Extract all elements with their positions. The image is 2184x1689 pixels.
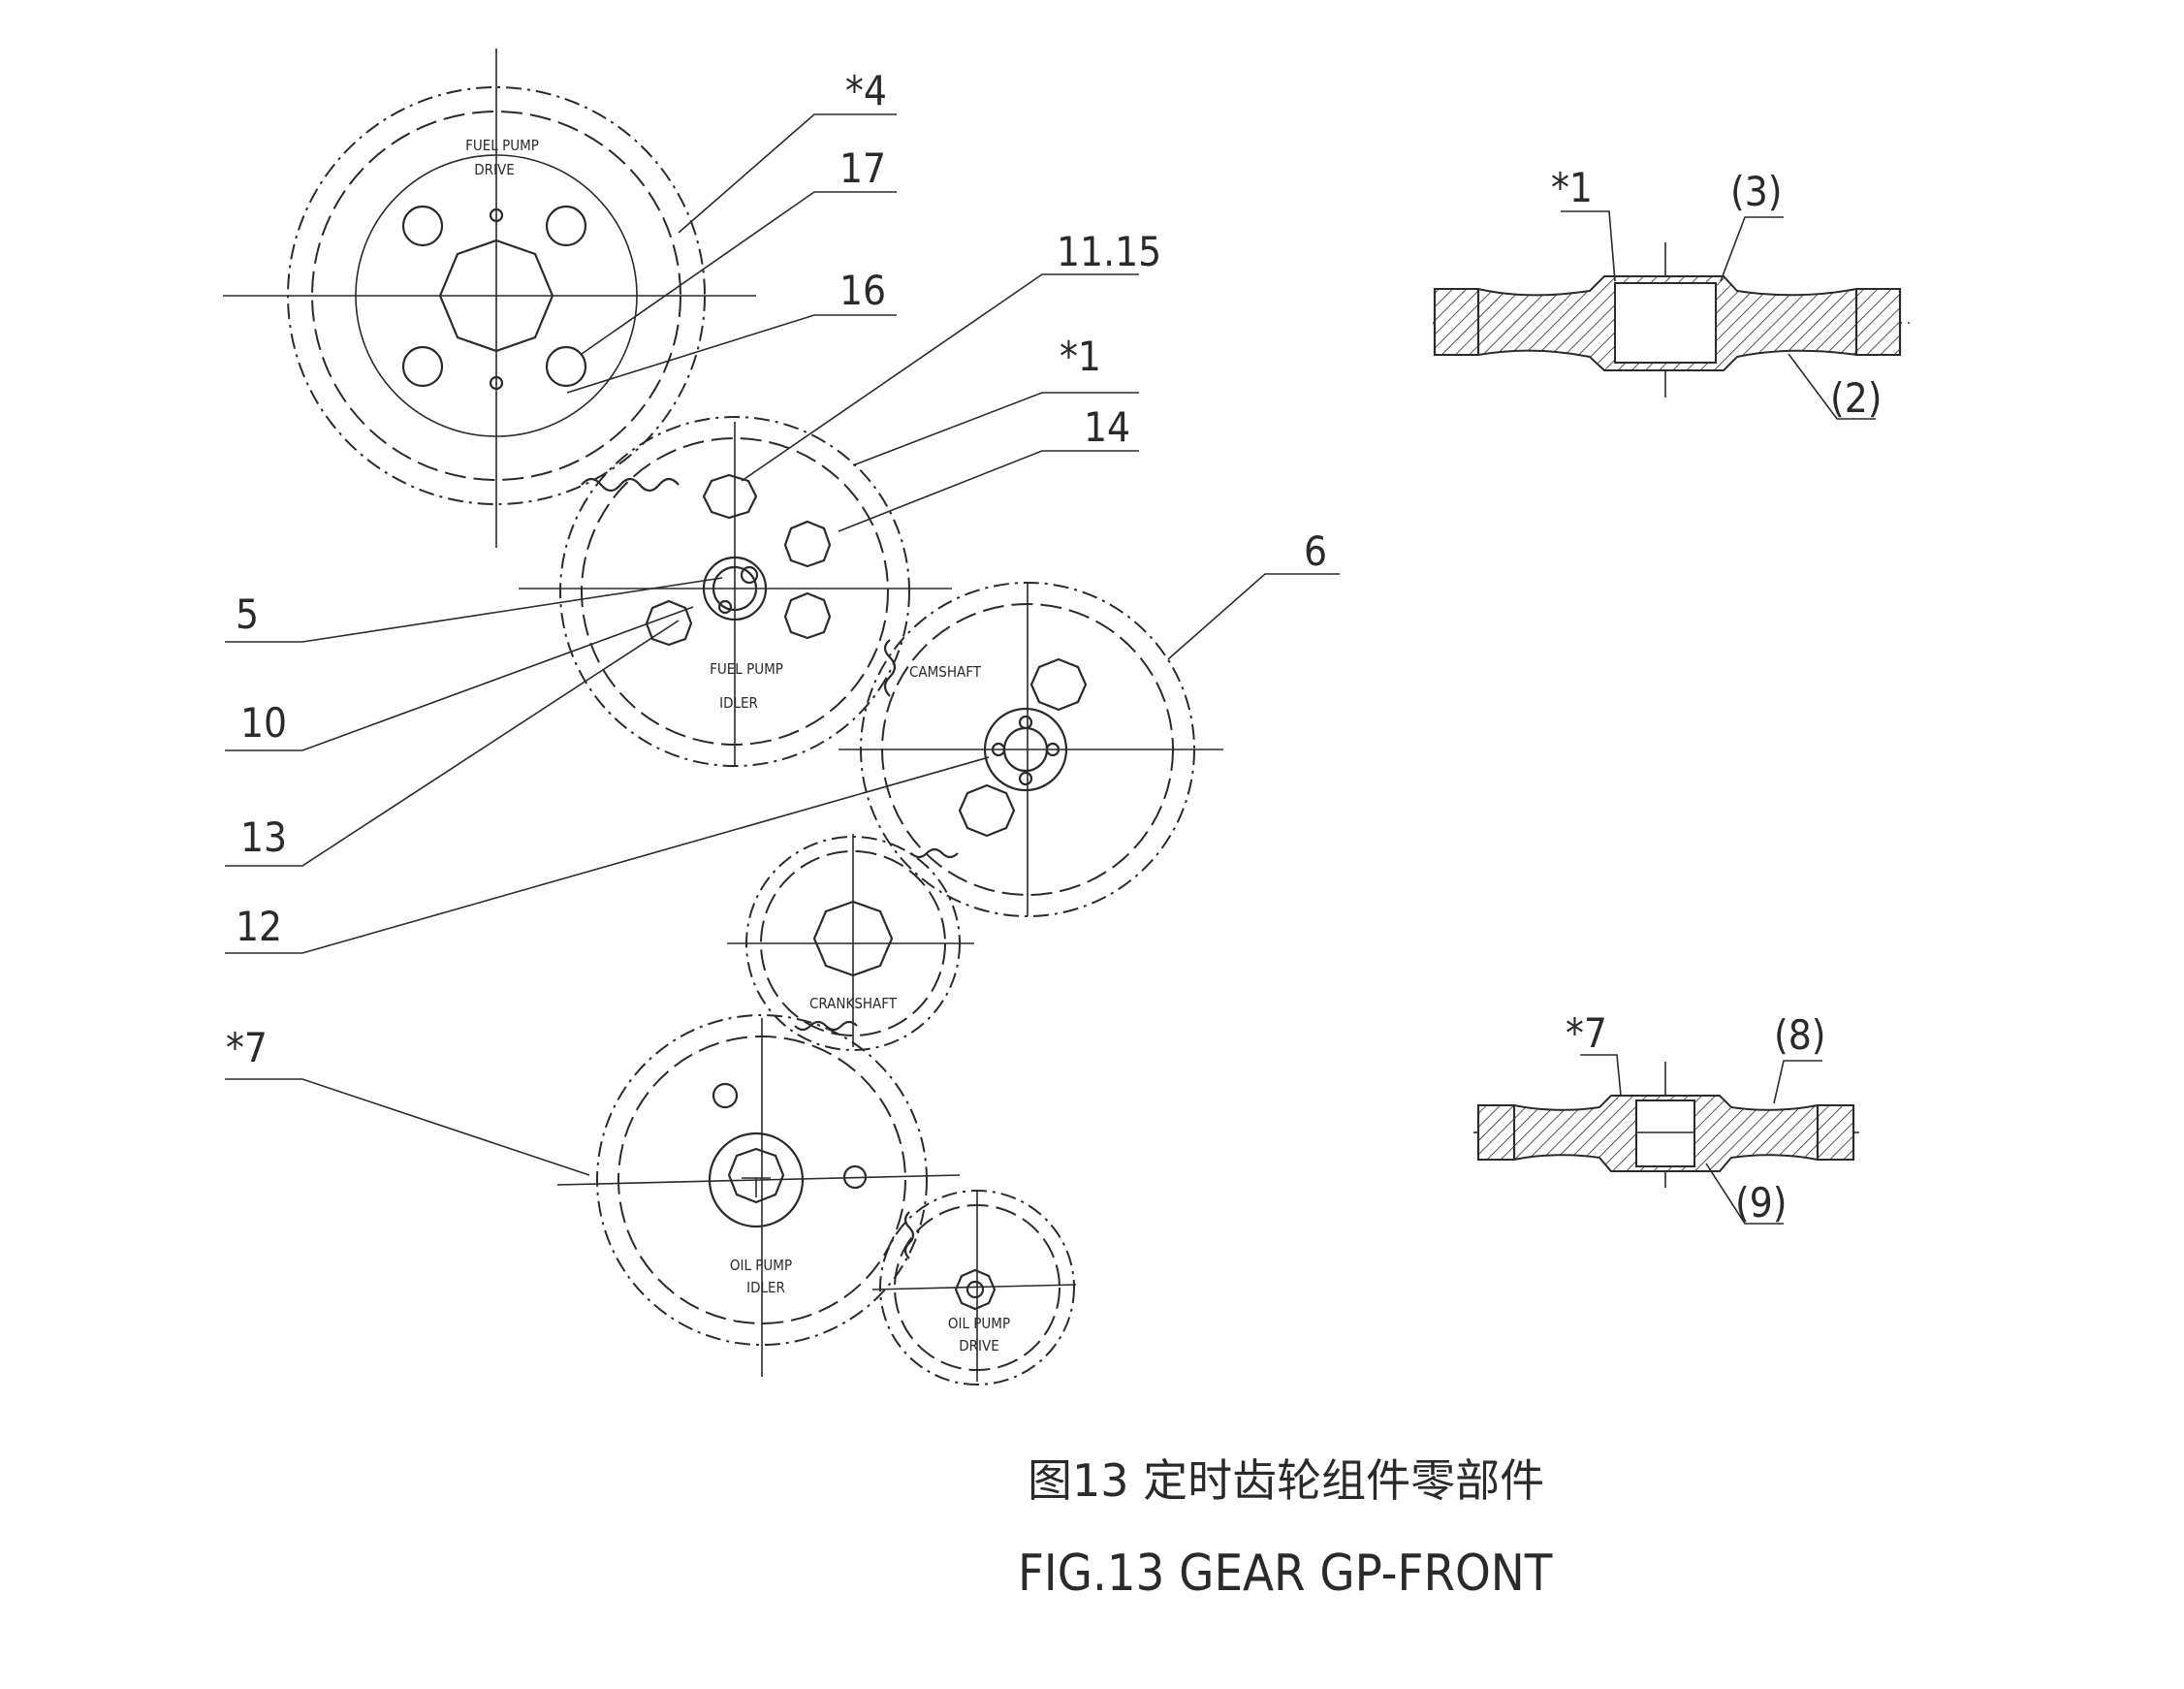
fuel-pump-idler-label-1: FUEL PUMP — [710, 660, 783, 678]
callout-16: 16 — [839, 267, 886, 314]
section-view-upper: *1 (3) (2) — [1433, 164, 1910, 422]
oil-pump-idler-label-2: IDLER — [746, 1279, 785, 1296]
caption-chinese: 图13 定时齿轮组件零部件 — [1028, 1454, 1544, 1507]
crankshaft-gear: CRANKSHAFT — [727, 834, 974, 1051]
section-lower-callout-9: (9) — [1735, 1179, 1788, 1227]
camshaft-label: CAMSHAFT — [909, 663, 982, 681]
callout-14: 14 — [1084, 403, 1130, 451]
fuel-pump-drive-label-2: DRIVE — [474, 161, 515, 178]
callout-1: *1 — [1060, 333, 1101, 380]
crankshaft-label: CRANKSHAFT — [809, 995, 898, 1012]
section-upper-callout-2: (2) — [1830, 374, 1883, 422]
section-lower-callout-7: *7 — [1566, 1009, 1607, 1057]
oil-pump-idler-label-1: OIL PUMP — [730, 1257, 792, 1274]
callout-6: 6 — [1304, 527, 1327, 575]
callout-17: 17 — [839, 144, 886, 192]
fuel-pump-idler-gear: FUEL PUMP IDLER — [519, 416, 952, 767]
section-upper-callout-3: (3) — [1730, 168, 1783, 215]
callout-10: 10 — [240, 699, 287, 747]
oil-pump-drive-gear: OIL PUMP DRIVE — [871, 1190, 1077, 1386]
callout-7: *7 — [226, 1024, 268, 1071]
oil-pump-idler-gear: OIL PUMP IDLER — [556, 1014, 961, 1377]
callout-13: 13 — [240, 813, 287, 861]
section-upper-callout-1: *1 — [1551, 164, 1593, 211]
leader-lines — [225, 113, 1340, 1176]
section-lower-callout-8: (8) — [1774, 1011, 1826, 1059]
callout-11-15: 11.15 — [1057, 228, 1161, 275]
callout-4: *4 — [845, 67, 887, 114]
oil-pump-drive-label-2: DRIVE — [959, 1337, 999, 1354]
fuel-pump-drive-label-1: FUEL PUMP — [465, 137, 539, 154]
camshaft-gear: CAMSHAFT — [839, 582, 1223, 917]
oil-pump-drive-label-1: OIL PUMP — [948, 1315, 1010, 1332]
callout-5: 5 — [236, 590, 259, 638]
caption-english: FIG.13 GEAR GP-FRONT — [1018, 1545, 1553, 1603]
section-view-lower: *7 (8) (9) — [1473, 1009, 1859, 1227]
fuel-pump-idler-label-2: IDLER — [719, 694, 758, 712]
callout-12: 12 — [236, 903, 282, 950]
fuel-pump-drive-gear: FUEL PUMP DRIVE — [223, 48, 756, 548]
